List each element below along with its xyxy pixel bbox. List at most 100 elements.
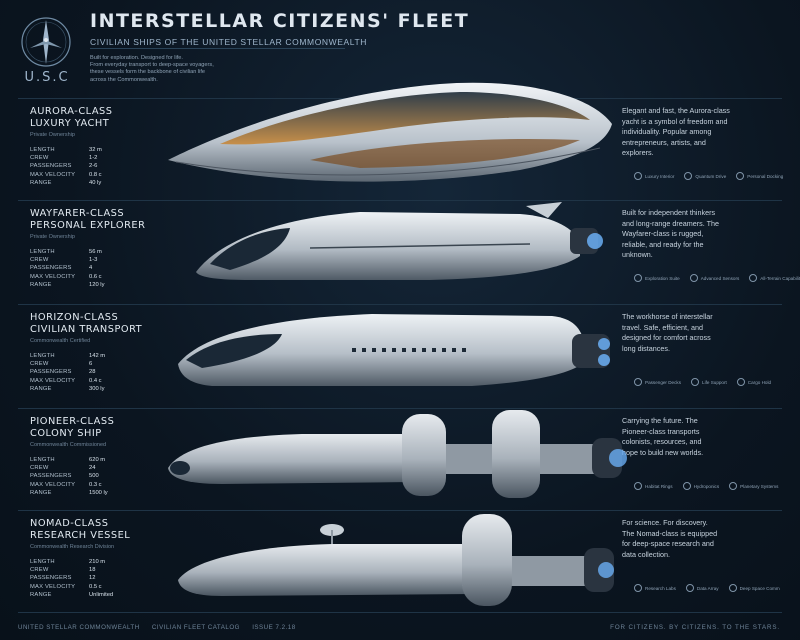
feature-label: Passenger Decks [645,379,682,385]
ship-class-line: HORIZON-CLASS [30,312,119,323]
spec-label: RANGE [30,179,52,186]
feature-icon [682,482,691,490]
feature-icon [729,482,738,490]
page-subtitle: CIVILIAN SHIPS OF THE UNITED STELLAR COM… [90,37,368,47]
spec-row: MAX VELOCITY 0.8 c [30,171,125,179]
spec-label: PASSENGERS [30,575,72,582]
title-underline [90,48,345,49]
spec-value: 1-3 [89,257,98,264]
spec-label: LENGTH [30,559,55,565]
page-title: INTERSTELLAR CITIZENS' FLEET [90,10,470,32]
feature-label: Data Array [696,585,719,591]
feature-item: Hydroponics [682,482,719,490]
description-line: long distances. [622,343,670,353]
star-emblem-icon [21,17,71,67]
spec-label: CREW [30,465,49,472]
description-line: Carrying the future. The [622,416,698,425]
feature-item: Life Support [691,378,727,386]
intro-line: Built for exploration. Designed for life… [90,55,183,61]
spec-row: MAX VELOCITY 0.6 c [30,273,125,281]
spec-value: 0.3 c [89,481,102,488]
feature-list: Research Labs Data Array Deep Space Comm [634,584,780,592]
description-line: data collection. [622,549,670,559]
ship-ownership: Private Ownership [30,132,75,138]
feature-label: Habitat Rings [645,483,673,489]
feature-icon [736,172,745,180]
section-divider [18,200,782,201]
ship-type-line: CIVILIAN TRANSPORT [30,324,143,335]
feature-label: Research Labs [645,585,676,591]
ship-ownership: Private Ownership [30,234,75,240]
feature-icon [634,172,642,180]
spec-row: LENGTH 142 m [30,352,125,360]
feature-label: Luxury Interior [645,173,675,179]
feature-icon [634,378,642,386]
spec-label: MAX VELOCITY [30,583,76,590]
feature-list: Habitat Rings Hydroponics Planetary Syst… [634,482,778,490]
spec-row: PASSENGERS 4 [30,264,125,272]
spec-value: 2-6 [89,163,98,170]
spec-row: CREW 24 [30,464,125,472]
description-line: designed for comfort across [622,333,711,342]
spec-value: 1500 ly [89,489,108,496]
feature-icon [685,584,694,592]
ship-class-name: HORIZON-CLASS CIVILIAN TRANSPORT [30,312,142,336]
spec-value: 0.6 c [89,273,102,280]
ship-ownership: Commonwealth Certified [30,338,91,344]
footer-catalog: CIVILIAN FLEET CATALOG [151,624,240,631]
footer-tagline: FOR CITIZENS. BY CITIZENS. TO THE STARS. [610,624,780,631]
ship-type-line: RESEARCH VESSEL [30,530,131,541]
feature-item: Passenger Decks [634,378,681,386]
ship-class-line: PIONEER-CLASS [30,416,115,427]
spec-value: 24 [89,465,96,472]
feature-item: Personal Docking [736,172,783,180]
spec-row: MAX VELOCITY 0.4 c [30,377,125,385]
ship-ownership: Commonwealth Research Division [30,544,115,550]
section-divider [18,304,782,305]
spec-row: RANGE 120 ly [30,281,125,289]
feature-icon [634,584,642,592]
feature-icon [634,482,642,490]
feature-icon [728,584,737,592]
intro-line: From everyday transport to deep-space vo… [90,62,214,69]
footer-left: UNITED STELLAR COMMONWEALTH CIVILIAN FLE… [18,624,306,631]
spec-label: RANGE [30,489,52,496]
feature-item: Advanced Sensors [689,274,739,282]
section-divider [18,612,782,613]
spec-value: 28 [89,369,96,376]
emblem-letters: U.S.C [24,70,70,85]
spec-label: MAX VELOCITY [30,171,76,178]
spec-row: CREW 6 [30,360,125,368]
description-line: Built for independent thinkers [622,208,716,217]
feature-label: Personal Docking [747,173,784,179]
description-line: The workhorse of interstellar [622,312,713,321]
feature-item: Data Array [685,584,719,592]
description-line: Pioneer-class transports [622,426,700,436]
spec-row: PASSENGERS 2-6 [30,162,125,170]
spec-label: LENGTH [30,249,55,255]
spec-label: MAX VELOCITY [30,481,76,488]
footer-org: UNITED STELLAR COMMONWEALTH [18,624,140,631]
spec-label: CREW [30,361,49,368]
pioneer-colony-illustration [168,410,627,498]
description-line: Wayfarer-class is rugged, [622,229,704,238]
ship-class-name: PIONEER-CLASS COLONY SHIP [30,416,114,440]
spec-label: MAX VELOCITY [30,273,76,280]
spec-label: PASSENGERS [30,163,72,170]
spec-value: 6 [89,361,93,368]
ship-type-line: LUXURY YACHT [30,118,110,129]
feature-icon [634,274,642,282]
description-line: unknown. [622,250,653,259]
feature-item: Research Labs [634,584,676,592]
spec-value: 40 ly [89,179,102,186]
spec-value: 56 m [89,249,102,255]
spec-value: 0.5 c [89,583,102,590]
feature-item: Quantum Drive [684,172,726,180]
spec-row: RANGE 40 ly [30,179,125,187]
description-line: entrepreneurs, artists, and [622,137,706,147]
section-divider [18,408,782,409]
spec-row: RANGE 300 ly [30,385,125,393]
ship-description: For science. For discovery.The Nomad-cla… [622,518,772,560]
spec-value: 142 m [89,353,106,359]
